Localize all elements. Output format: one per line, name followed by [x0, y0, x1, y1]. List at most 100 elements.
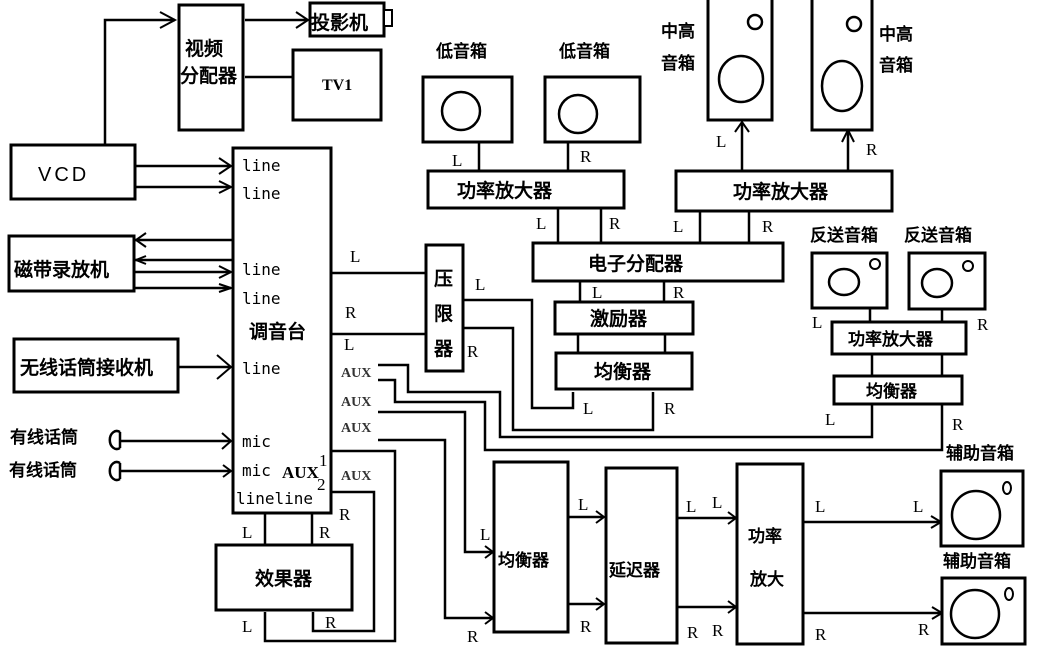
compressor-out-l-wire: [463, 298, 575, 410]
mid-high-right-label-1: 中高: [879, 24, 913, 45]
label-r: R: [952, 415, 964, 434]
label-l: L: [578, 495, 588, 514]
label-r: R: [866, 140, 878, 159]
mixer-title: 调音台: [249, 320, 306, 343]
subwoofer-right: 低音箱: [543, 41, 642, 144]
aux-amp-label-1: 功率: [748, 526, 782, 547]
label-r: R: [712, 621, 724, 640]
label-r: R: [467, 342, 479, 361]
arrow-icon: [595, 597, 606, 611]
monitor-amp-box: 功率放大器: [830, 320, 968, 356]
aux-equalizer-box: 均衡器: [492, 460, 570, 634]
crossover-label: 电子分配器: [588, 252, 684, 275]
compressor-label-2: 限: [434, 303, 453, 325]
compressor-label-3: 器: [433, 338, 454, 360]
woofer-icon: [920, 267, 954, 299]
label-l: L: [815, 497, 825, 516]
video-distributor-label-2: 分配器: [180, 65, 238, 87]
aux-speaker-top: [939, 469, 1025, 548]
label-r: R: [319, 523, 331, 542]
label-l: L: [242, 617, 252, 636]
wireless-receiver-label: 无线话筒接收机: [20, 356, 153, 379]
mixer-input-line-3: line: [242, 260, 281, 279]
label-r: R: [977, 315, 989, 334]
aux2-effects-wire: [311, 490, 376, 633]
label-l: L: [913, 497, 923, 516]
speaker-cone-icon: [557, 93, 599, 135]
tweeter-icon: [845, 15, 863, 33]
subwoofer-right-label: 低音箱: [558, 41, 610, 62]
tv-box: TV1: [291, 48, 383, 122]
mid-high-left-label-2: 音箱: [661, 53, 695, 74]
label-r: R: [918, 620, 930, 639]
vcd-box: VCD: [9, 143, 137, 201]
aux1-monitor-l-wire: [378, 363, 874, 439]
label-r: R: [325, 613, 337, 632]
aux4-eq-r-wire: [378, 438, 493, 620]
label-r: R: [762, 217, 774, 236]
aux-speaker-bottom: [940, 576, 1027, 646]
vcd-label: VCD: [38, 164, 89, 186]
label-l: L: [350, 247, 360, 266]
wireless-receiver-box: 无线话筒接收机: [12, 337, 180, 394]
woofer-icon: [949, 588, 1001, 640]
microphone-icon: [108, 429, 122, 451]
label-r: R: [339, 505, 351, 524]
label-r: R: [815, 625, 827, 644]
high-amp-box: 功率放大器: [674, 169, 894, 213]
mixer-aux-1: 1: [319, 451, 328, 470]
label-l: L: [475, 275, 485, 294]
mixer-input-line-5: line: [242, 359, 281, 378]
exciter-label: 激励器: [590, 307, 648, 330]
delay-box: 延迟器: [604, 466, 679, 645]
tv-label: TV1: [322, 77, 352, 94]
aux-equalizer-label: 均衡器: [498, 550, 550, 571]
compressor-out-r-wire: [463, 326, 655, 432]
mixer-input-line-1: line: [242, 156, 281, 175]
monitor-left-label: 反送音箱: [810, 225, 878, 246]
label-l: L: [686, 497, 696, 516]
video-distributor-label-1: 视频: [185, 37, 223, 60]
label-r: R: [664, 399, 676, 418]
label-l: L: [812, 313, 822, 332]
label-l: L: [825, 410, 835, 429]
mixer-bottom-ports: lineline: [236, 489, 313, 508]
main-equalizer-label: 均衡器: [594, 360, 652, 383]
tweeter-icon: [746, 13, 764, 31]
effects-label: 效果器: [255, 567, 313, 590]
aux2-monitor-r-wire: [378, 378, 944, 452]
low-amp-label: 功率放大器: [457, 179, 553, 202]
projector-box: 投影机: [308, 1, 393, 38]
tweeter-icon: [1004, 587, 1014, 601]
label-r: R: [580, 147, 592, 166]
aux-out-4: AUX: [341, 469, 371, 484]
label-l: L: [592, 283, 602, 302]
arrow-icon: [134, 232, 147, 248]
delay-label: 延迟器: [608, 560, 661, 581]
low-amp-box: 功率放大器: [426, 169, 626, 210]
label-l: L: [583, 399, 593, 418]
mixer-input-mic-1: mic: [242, 432, 271, 451]
exciter-box: 激励器: [553, 300, 695, 336]
mixer-box: line line line line 调音台 line mic mic AUX…: [231, 146, 333, 515]
woofer-icon: [820, 59, 864, 113]
arrow-icon: [218, 157, 233, 175]
label-r: R: [345, 303, 357, 322]
woofer-icon: [717, 54, 765, 104]
label-l: L: [242, 523, 252, 542]
tape-deck-label: 磁带录放机: [14, 258, 109, 281]
label-r: R: [580, 617, 592, 636]
aux3-eq-l-wire: [378, 410, 493, 554]
label-l: L: [716, 132, 726, 151]
aux-speaker-bottom-label: 辅助音箱: [943, 551, 1011, 572]
wired-mic-2-label: 有线话筒: [9, 460, 77, 481]
mid-high-speaker-left: 中高 音箱: [661, 0, 774, 122]
arrow-icon: [218, 180, 234, 194]
projector-label: 投影机: [311, 11, 368, 34]
tweeter-icon: [962, 260, 974, 272]
wired-mic-1-label: 有线话筒: [10, 427, 78, 448]
monitor-amp-label: 功率放大器: [848, 329, 934, 350]
label-l: L: [712, 493, 722, 512]
tweeter-icon: [1002, 481, 1012, 495]
